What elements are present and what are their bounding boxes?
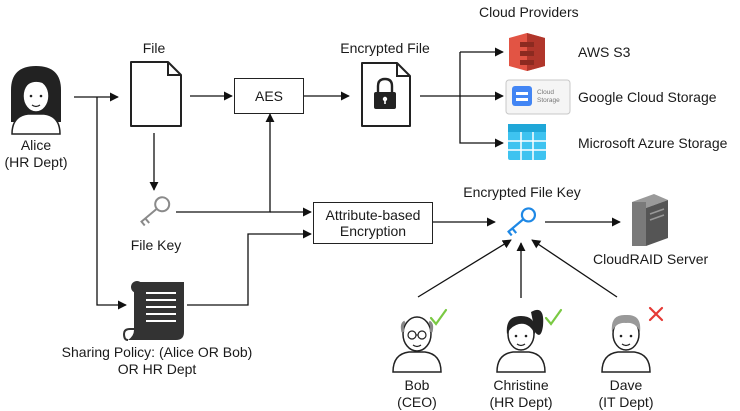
arrow-key-to-aes [176, 113, 275, 213]
file-label: File [142, 40, 166, 56]
gcs-icon-text-1: Cloud [537, 89, 554, 96]
aes-label: AES [254, 88, 283, 104]
provider-gcs-label: Google Cloud Storage [578, 89, 717, 105]
file-key-icon [140, 196, 171, 227]
arrow-encfile-branch [420, 52, 461, 97]
encrypted-file-label: Encrypted File [340, 40, 430, 56]
bob-avatar-icon [392, 316, 442, 373]
provider-aws-label: AWS S3 [578, 44, 631, 60]
cloud-providers-title: Cloud Providers [479, 4, 579, 20]
arrow-dave-to-enckey [531, 239, 618, 298]
abe-box: Attribute-based Encryption [313, 202, 433, 244]
sharing-policy-line1: Sharing Policy: (Alice OR Bob) [61, 344, 253, 360]
alice-name: Alice [20, 137, 52, 153]
bob-checkmark-icon [429, 308, 448, 326]
provider-azure-label: Microsoft Azure Storage [578, 135, 728, 151]
christine-name: Christine [493, 377, 549, 393]
arrow-alice-to-policy [96, 97, 127, 310]
sharing-policy-scroll-icon [122, 281, 184, 341]
dave-dept: (IT Dept) [598, 394, 654, 410]
dave-name: Dave [609, 377, 643, 393]
cloudraid-label: CloudRAID Server [593, 251, 709, 267]
alice-label: Alice (HR Dept) [0, 137, 72, 171]
arrow-bob-to-enckey [417, 239, 512, 298]
dave-cross-icon [648, 306, 664, 322]
alice-dept: (HR Dept) [4, 154, 68, 170]
alice-avatar-icon [11, 66, 61, 135]
google-cloud-storage-icon: Cloud Storage [505, 79, 571, 115]
bob-label: Bob (CEO) [382, 377, 452, 411]
christine-checkmark-icon [544, 308, 563, 326]
bob-name: Bob [404, 377, 430, 393]
abe-label-line2: Encryption [339, 223, 407, 239]
encrypted-file-key-label: Encrypted File Key [463, 184, 581, 200]
arrow-encfile-to-azure [459, 96, 504, 148]
encrypted-file-key-icon [507, 207, 537, 237]
sharing-policy-label: Sharing Policy: (Alice OR Bob) OR HR Dep… [42, 344, 272, 378]
aes-box: AES [234, 78, 304, 114]
sharing-policy-line2: OR HR Dept [117, 361, 197, 377]
abe-label-line1: Attribute-based [325, 207, 421, 223]
christine-avatar-icon [496, 309, 546, 373]
aws-s3-icon [509, 33, 545, 71]
cloudraid-server-icon [632, 194, 668, 246]
arrow-policy-to-abe [187, 229, 312, 306]
christine-dept: (HR Dept) [489, 394, 553, 410]
dave-avatar-icon [601, 314, 651, 373]
azure-storage-icon [508, 124, 546, 160]
dave-label: Dave (IT Dept) [586, 377, 666, 411]
bob-dept: (CEO) [397, 394, 437, 410]
file-document-icon [130, 61, 182, 127]
gcs-icon-text-2: Storage [537, 97, 560, 104]
file-key-label: File Key [130, 237, 182, 253]
christine-label: Christine (HR Dept) [476, 377, 566, 411]
connectors [74, 47, 621, 310]
encrypted-file-lock-icon [361, 62, 411, 127]
